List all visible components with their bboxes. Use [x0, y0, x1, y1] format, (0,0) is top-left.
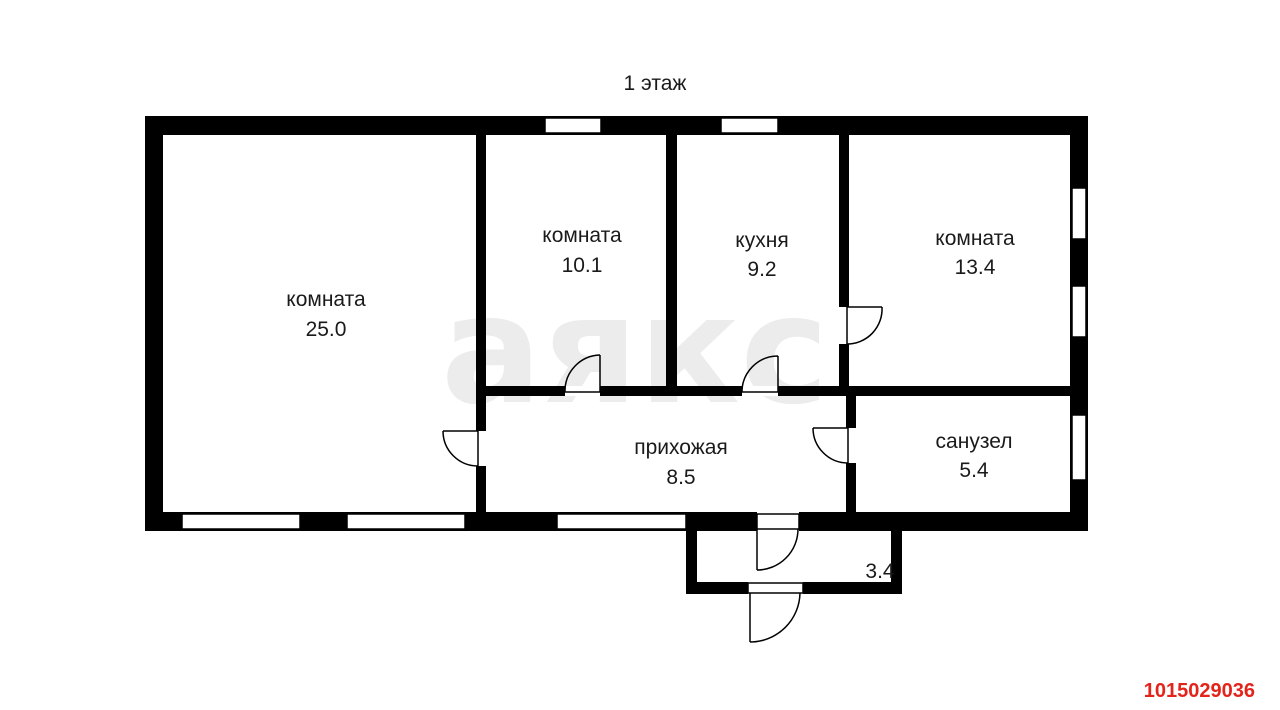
door-swing	[812, 427, 849, 464]
room-name: кухня	[735, 229, 788, 252]
room-area: 9.2	[747, 258, 776, 281]
window	[1071, 285, 1087, 338]
listing-id: 1015029036	[1144, 680, 1255, 702]
door-frame	[747, 582, 804, 594]
wall-kitchen-room13	[839, 116, 849, 395]
window	[720, 117, 779, 134]
door-opening	[839, 307, 849, 344]
window	[346, 513, 466, 530]
door-swing	[846, 306, 883, 345]
window	[1071, 414, 1087, 481]
wall-room25-divider	[476, 116, 486, 531]
room-name: санузел	[936, 430, 1013, 453]
room-area: 13.4	[955, 256, 996, 279]
door-swing	[442, 430, 479, 467]
window	[1071, 187, 1087, 240]
door-swing	[564, 354, 601, 393]
door-opening	[846, 428, 856, 463]
door-opening	[476, 431, 486, 466]
door-frame	[756, 513, 800, 530]
room-name: комната	[935, 227, 1015, 250]
window	[556, 513, 687, 530]
door-swing	[741, 355, 779, 393]
room-area: 25.0	[306, 318, 347, 341]
room-area: 10.1	[562, 254, 603, 277]
room-area: 3.4	[865, 560, 895, 583]
watermark: аякс	[441, 264, 829, 438]
room-name: комната	[286, 288, 366, 311]
room-area: 5.4	[959, 459, 989, 482]
room-name: комната	[542, 224, 622, 247]
window	[181, 513, 301, 530]
wall-room10-kitchen	[666, 116, 677, 395]
door-swing	[756, 528, 799, 571]
floor-title: 1 этаж	[624, 72, 687, 95]
room-name: прихожая	[634, 436, 728, 459]
door-opening	[742, 386, 778, 396]
outer-wall-top	[145, 116, 1088, 135]
room-labels: комната 25.0 комната 10.1 кухня 9.2 комн…	[286, 224, 1015, 583]
wall-hall-top	[476, 386, 1088, 396]
doors	[442, 306, 883, 643]
window	[544, 117, 602, 134]
outer-wall-left	[145, 116, 163, 531]
room-area: 8.5	[666, 466, 695, 489]
door-swing	[749, 592, 801, 643]
windows	[181, 117, 1087, 530]
door-opening	[565, 386, 600, 396]
annex-floor	[697, 531, 891, 582]
